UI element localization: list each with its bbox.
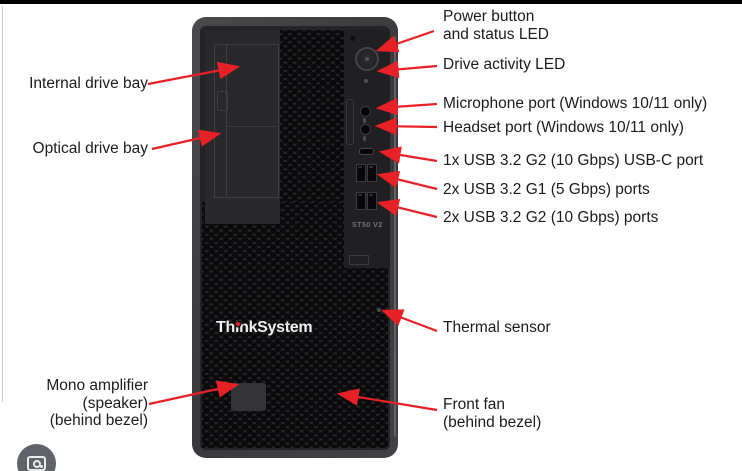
- thinksystem-logo: ThinkSystem: [216, 319, 313, 337]
- camera-lens: [32, 459, 41, 468]
- usb-c-port-icon: [359, 148, 374, 155]
- power-button-icon: [355, 47, 379, 71]
- callout-optical-drive-bay: Optical drive bay: [32, 140, 148, 157]
- model-label: ST50 V2: [352, 222, 383, 229]
- bay-cover-outline: [214, 44, 279, 198]
- thinksystem-logo-text: ThinkSystem: [216, 319, 313, 336]
- front-io-panel: ST50 V2: [344, 30, 390, 268]
- thermal-sensor-dot: [377, 308, 381, 312]
- camera-icon: [27, 456, 46, 471]
- callout-internal-drive-bay: Internal drive bay: [29, 75, 148, 92]
- usb-a-port-icon: [367, 192, 377, 210]
- callout-drive-activity-led: Drive activity LED: [443, 56, 566, 73]
- callout-front-fan: Front fan (behind bezel): [443, 396, 542, 431]
- drive-bay-panel: [205, 30, 280, 224]
- callout-thermal-sensor: Thermal sensor: [443, 319, 551, 336]
- bay-divider-line: [226, 126, 277, 127]
- callout-power-button: Power button and status LED: [443, 8, 549, 43]
- callout-usb-g2-ports: 2x USB 3.2 G2 (10 Gbps) ports: [443, 209, 659, 226]
- microphone-icon: [363, 118, 366, 123]
- usb-a-port-icon: [356, 192, 366, 210]
- speaker-patch: [231, 383, 266, 411]
- usb-a-port-icon: [367, 164, 377, 182]
- screw-hole: [350, 36, 355, 41]
- drive-activity-led-icon: [364, 79, 368, 83]
- server-tower-front: ST50 V2 ThinkSystem: [192, 17, 398, 458]
- callout-headset-port: Headset port (Windows 10/11 only): [443, 119, 684, 136]
- callout-microphone-port: Microphone port (Windows 10/11 only): [443, 95, 708, 112]
- usb-a-port-icon: [356, 164, 366, 182]
- left-border-line: [2, 6, 3, 402]
- bay-seam-line: [226, 44, 227, 197]
- callout-usb-c-port: 1x USB 3.2 G2 (10 Gbps) USB-C port: [443, 152, 704, 169]
- tower-bezel: ST50 V2 ThinkSystem: [200, 26, 390, 450]
- microphone-jack-icon: [360, 106, 371, 117]
- mesh-grille-upper: [271, 30, 344, 211]
- camera-dot: [40, 465, 43, 468]
- logo-red-dot: [236, 321, 240, 326]
- search-by-image-button[interactable]: [17, 444, 56, 471]
- callout-mono-amplifier: Mono amplifier (speaker) (behind bezel): [46, 377, 148, 429]
- panel-cutout: [349, 255, 369, 265]
- tower-edge-highlight: [394, 37, 396, 437]
- headset-icon: [363, 136, 366, 141]
- bay-latch: [217, 91, 228, 111]
- headset-jack-icon: [360, 124, 371, 135]
- callout-usb-g1-ports: 2x USB 3.2 G1 (5 Gbps) ports: [443, 181, 650, 198]
- top-border-bar: [0, 0, 742, 4]
- panel-slot-outline: [346, 99, 354, 145]
